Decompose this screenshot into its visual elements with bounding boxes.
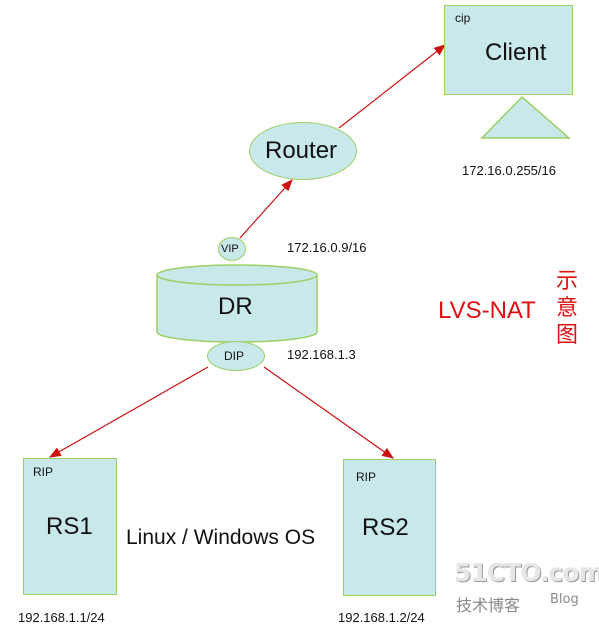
arrow-router-to-client — [338, 44, 446, 129]
title-side-char-2: 意 — [556, 296, 579, 321]
dip-ip: 192.168.1.3 — [287, 347, 356, 362]
client-ip: 172.16.0.255/16 — [462, 163, 556, 178]
title-side: 示 意 图 — [556, 268, 586, 349]
vip-node: VIP — [218, 237, 246, 261]
rs1-rip-tag: RIP — [33, 465, 54, 479]
arrow-dip-to-rs1 — [48, 366, 209, 458]
router-node: Router — [249, 122, 357, 180]
rs1-ip: 192.168.1.1/24 — [18, 610, 105, 625]
title-main: LVS-NAT — [438, 297, 536, 324]
arrow-vip-to-router — [239, 179, 293, 239]
rs1-node: RIP RS1 — [23, 458, 117, 595]
client-node: cip Client — [444, 5, 573, 95]
dip-node: DIP — [207, 341, 265, 371]
vip-ip: 172.16.0.9/16 — [287, 240, 367, 255]
client-label: Client — [485, 39, 547, 66]
rs2-ip: 192.168.1.2/24 — [338, 610, 425, 625]
title-side-char-3: 图 — [556, 323, 579, 348]
router-label: Router — [265, 137, 338, 164]
watermark-blog: Blog — [550, 592, 579, 607]
title-side-char-1: 示 — [556, 269, 579, 294]
watermark: 51CTO.com 技术博客 Blog — [454, 558, 599, 618]
rs2-label: RS2 — [362, 514, 409, 541]
rs2-node: RIP RS2 — [343, 459, 436, 596]
client-cip-tag: cip — [455, 11, 471, 25]
rs2-rip-tag: RIP — [356, 470, 377, 484]
rs1-label: RS1 — [46, 513, 93, 540]
dip-label: DIP — [224, 349, 245, 363]
watermark-sub: 技术博客 — [456, 596, 521, 615]
arrow-dip-to-rs2 — [263, 366, 394, 459]
vip-label: VIP — [221, 243, 239, 255]
os-label: Linux / Windows OS — [126, 526, 316, 549]
watermark-site: 51CTO.com — [454, 558, 599, 587]
dr-label: DR — [218, 293, 253, 320]
